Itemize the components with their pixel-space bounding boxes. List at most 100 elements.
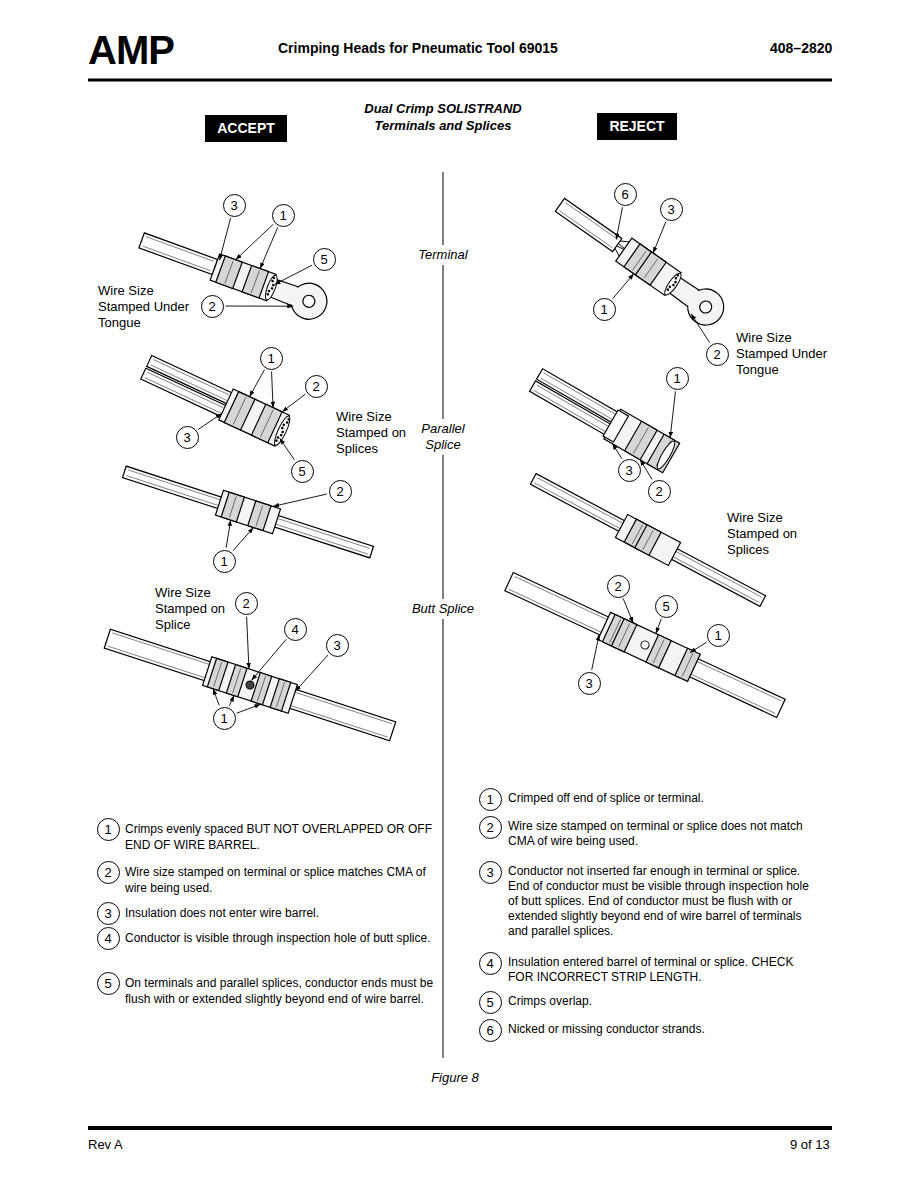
- crimp-line: [233, 668, 241, 693]
- crimp-line: [633, 428, 648, 454]
- document-number: 408–2820: [770, 40, 832, 57]
- leader-line: [653, 222, 666, 254]
- insulation-shading: [128, 470, 370, 548]
- inspection-hole: [640, 640, 651, 651]
- leader-line: [237, 704, 261, 713]
- accept-note: Wire size stamped on terminal or splice …: [125, 864, 435, 896]
- leader-line: [691, 314, 710, 343]
- leader-line: [233, 527, 254, 550]
- page-header: Crimping Heads for Pneumatic Tool 69015: [278, 40, 558, 57]
- callout-number: 1: [97, 818, 120, 841]
- accept-note: Crimps evenly spaced BUT NOT OVERLAPPED …: [125, 821, 435, 853]
- insulation-shading: [146, 237, 214, 262]
- conductor-strand: [282, 423, 285, 426]
- callout-text: 6: [621, 187, 628, 202]
- insulation-shading: [295, 692, 392, 724]
- accept-note: Insulation does not enter wire barrel.: [125, 905, 435, 921]
- insulation-shading: [515, 577, 607, 620]
- conductor-strand: [674, 280, 678, 284]
- footer-rule: [88, 1126, 832, 1130]
- callout-number: 6: [614, 183, 637, 206]
- insulation-shading: [509, 589, 601, 632]
- callout-text: 3: [667, 202, 674, 217]
- section-label: Terminal: [415, 245, 470, 265]
- callout-text: 4: [486, 956, 493, 971]
- conductor-strand: [272, 276, 275, 279]
- insulation-shading: [112, 633, 209, 665]
- insulation-shading: [145, 378, 221, 413]
- section-label: Parallel Splice: [410, 419, 476, 455]
- crimp-indent: [216, 256, 242, 288]
- callout-text: 5: [298, 464, 305, 479]
- wire-insulation: [505, 573, 611, 637]
- leader-line: [252, 639, 287, 680]
- callout-number: 3: [479, 861, 502, 884]
- leader-line: [623, 598, 633, 622]
- conductor-strand: [275, 439, 278, 442]
- callout-text: 2: [104, 865, 111, 880]
- callout-text: 1: [104, 822, 111, 837]
- insulation-shading: [534, 390, 607, 432]
- conductor-strand: [276, 436, 279, 439]
- callout-text: 1: [600, 302, 607, 317]
- leader-line: [226, 520, 230, 548]
- wire-insulation: [123, 466, 374, 558]
- callout-number: 3: [326, 634, 349, 657]
- crimp-indent: [221, 492, 244, 522]
- conductor-strand: [272, 283, 275, 286]
- callout-number: 3: [223, 194, 246, 217]
- callout-number: 1: [479, 788, 502, 811]
- leader-line: [592, 635, 599, 670]
- barrel-end-face: [263, 274, 279, 301]
- callout-text: 2: [312, 379, 319, 394]
- leader-line: [249, 370, 264, 397]
- crimp-line: [229, 497, 236, 518]
- crimp-indent: [224, 392, 255, 430]
- butt-illustration: [103, 624, 398, 745]
- crimp-line: [682, 653, 693, 677]
- crimp-line: [653, 640, 664, 664]
- callout-number: 1: [593, 298, 616, 321]
- barrel-end-face: [655, 439, 678, 471]
- leader-line: [213, 689, 219, 706]
- terminal-illustration: [550, 190, 731, 332]
- callout-number: 1: [213, 707, 236, 730]
- crimp-line: [276, 683, 284, 708]
- accept-note: On terminals and parallel splices, condu…: [125, 975, 435, 1007]
- leader-line: [640, 460, 652, 480]
- crimp-line: [644, 259, 658, 279]
- callout-number: 3: [578, 672, 601, 695]
- plain-illustration: [120, 459, 375, 564]
- leader-line: [220, 218, 231, 260]
- conductor-strand: [267, 289, 270, 292]
- stud-hole: [697, 299, 714, 316]
- insulation-shading: [683, 670, 775, 713]
- leader-group: [198, 207, 709, 713]
- leader-line: [273, 494, 327, 506]
- leader-line: [226, 306, 294, 307]
- brand-logo: AMP: [88, 26, 174, 74]
- conductor-strand: [668, 285, 672, 289]
- leader-line: [612, 444, 621, 459]
- revision: Rev A: [88, 1137, 123, 1153]
- callout-text: 1: [267, 351, 274, 366]
- callout-number: 3: [97, 902, 120, 925]
- butt-illustration: [503, 568, 788, 722]
- wire-barrel: [615, 514, 680, 565]
- leader-line: [295, 655, 328, 691]
- banner-text: REJECT: [609, 118, 664, 135]
- leader-line: [260, 227, 278, 268]
- callout-number: 2: [235, 592, 258, 615]
- conductor-strand: [281, 430, 284, 433]
- wire-size-note: Wire Size Stamped Under Tongue: [736, 330, 836, 378]
- header-rule: [88, 79, 832, 82]
- callout-number: 2: [97, 861, 120, 884]
- crimp-line: [214, 662, 222, 687]
- figure-title: Dual Crimp SOLISTRAND Terminals and Spli…: [363, 100, 523, 134]
- inspection-hole: [245, 680, 255, 690]
- crimp-indent: [675, 648, 700, 681]
- insulation-shading: [537, 385, 610, 427]
- callout-text: 3: [104, 906, 111, 921]
